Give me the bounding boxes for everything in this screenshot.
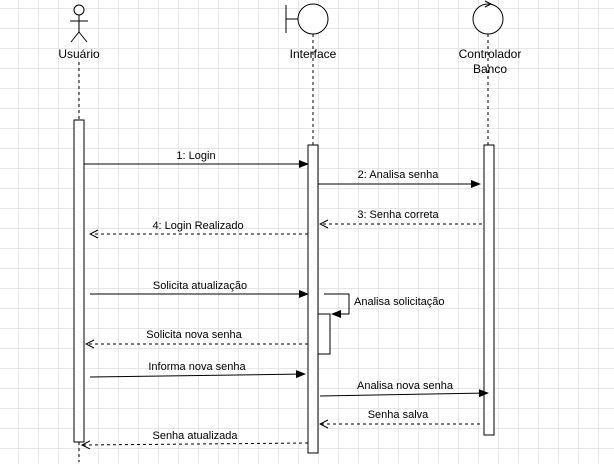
message-1[interactable]: 1: Login (84, 150, 309, 168)
message-6-self[interactable]: Analisa solicitação (324, 293, 445, 318)
sync-arrow (89, 370, 306, 379)
message-label: Solicita nova senha (146, 329, 242, 341)
message-label: Senha atualizada (152, 430, 238, 442)
participant-label: Controlador (459, 47, 522, 61)
participant-label: Usuário (58, 47, 100, 61)
message-label: Senha salva (368, 409, 429, 421)
self-arrow (324, 293, 350, 318)
message-9[interactable]: Analisa nova senha (319, 380, 489, 398)
message-label: Analisa nova senha (357, 380, 454, 392)
message-7[interactable]: Solicita nova senha (86, 329, 308, 344)
nested-activation-bar[interactable] (317, 313, 331, 355)
actor-icon (70, 4, 88, 43)
message-10[interactable]: Senha salva (320, 409, 480, 424)
message-4[interactable]: 4: Login Realizado (90, 220, 308, 234)
message-label: 3: Senha correta (357, 209, 439, 221)
message-3[interactable]: 3: Senha correta (320, 209, 482, 224)
message-label: Informa nova senha (148, 361, 246, 373)
message-2[interactable]: 2: Analisa senha (318, 169, 481, 188)
participant-controlador[interactable]: Controlador Banco (459, 0, 522, 436)
message-label: Solicita atualização (153, 280, 247, 292)
activation-bar[interactable] (307, 144, 319, 454)
message-8[interactable]: Informa nova senha (89, 361, 306, 379)
control-icon (472, 0, 504, 35)
activation-bar[interactable] (73, 119, 85, 443)
message-11[interactable]: Senha atualizada (82, 430, 309, 445)
participant-usuario[interactable]: Usuário (58, 4, 100, 462)
message-label: 4: Login Realizado (152, 220, 243, 232)
activation-bar[interactable] (483, 144, 495, 436)
return-arrow (82, 443, 309, 445)
message-label: 2: Analisa senha (358, 169, 440, 181)
boundary-icon (285, 3, 329, 35)
sync-arrow (319, 389, 489, 398)
message-label: Analisa solicitação (354, 296, 445, 308)
participant-label-line2: Banco (473, 62, 507, 76)
participant-interface[interactable]: Interface (285, 3, 337, 454)
message-5[interactable]: Solicita atualização (90, 280, 309, 298)
message-label: 1: Login (176, 150, 215, 162)
